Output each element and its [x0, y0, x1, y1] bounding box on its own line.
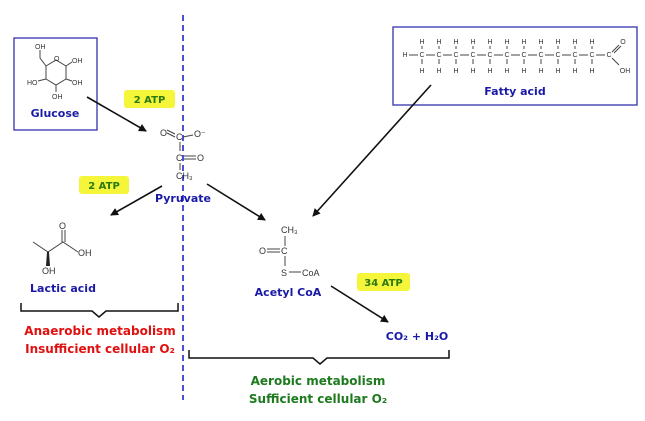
- atom-label: C: [538, 52, 543, 59]
- arrow-glucose-to-pyruvate: [86, 96, 147, 132]
- anaerobic-subtitle: Insufficient cellular O₂: [25, 342, 175, 356]
- svg-text:O: O: [54, 56, 60, 63]
- atom-label: H: [555, 68, 560, 75]
- svg-text:2 ATP: 2 ATP: [88, 181, 120, 192]
- atom-label: H: [453, 68, 458, 75]
- atom-label: H: [436, 68, 441, 75]
- svg-text:O⁻: O⁻: [194, 129, 206, 139]
- atom-label: H: [419, 68, 424, 75]
- svg-text:O: O: [160, 128, 167, 138]
- atom-label: C: [572, 52, 577, 59]
- svg-text:OH: OH: [42, 266, 56, 276]
- atom-label: H: [572, 39, 577, 46]
- svg-text:C: C: [281, 246, 288, 256]
- atom-label: H: [538, 39, 543, 46]
- atom-label: C: [555, 52, 560, 59]
- lactic-acid-label: Lactic acid: [30, 282, 96, 295]
- acetyl-coa-label: Acetyl CoA: [255, 286, 322, 299]
- atom-label: H: [504, 68, 509, 75]
- lactic-acid-structure: O OH OH: [32, 221, 92, 276]
- svg-text:OH: OH: [35, 44, 46, 51]
- aerobic-subtitle: Sufficient cellular O₂: [249, 392, 387, 406]
- atom-label: H: [504, 39, 509, 46]
- atp-badge-fermentation: 2 ATP: [79, 176, 129, 194]
- atom-label: C: [470, 52, 475, 59]
- bond: [611, 57, 620, 66]
- atom-label: H: [470, 39, 475, 46]
- bond: [613, 45, 622, 54]
- svg-text:HO: HO: [27, 80, 38, 87]
- fatty-acid-label: Fatty acid: [484, 85, 545, 98]
- atom-label: H: [402, 52, 407, 59]
- atom-label: H: [572, 68, 577, 75]
- atom-label: H: [436, 39, 441, 46]
- atp-badge-glycolysis: 2 ATP: [124, 90, 175, 108]
- atom-label: C: [521, 52, 526, 59]
- atom-label: H: [555, 39, 560, 46]
- svg-text:O: O: [197, 153, 204, 163]
- glucose-label: Glucose: [31, 107, 80, 120]
- svg-text:CH₃: CH₃: [176, 171, 193, 181]
- arrow-acetyl-to-co2: [330, 285, 389, 323]
- pyruvate-structure: O C O⁻ C O CH₃: [160, 128, 206, 181]
- glucose-structure: OH O OH HO OH OH: [27, 44, 83, 101]
- svg-text:C: C: [176, 132, 183, 142]
- svg-text:34 ATP: 34 ATP: [364, 278, 403, 289]
- svg-text:S: S: [281, 268, 287, 278]
- svg-text:CoA: CoA: [302, 268, 320, 278]
- svg-text:O: O: [59, 221, 66, 231]
- atom-label: C: [436, 52, 441, 59]
- svg-text:2 ATP: 2 ATP: [134, 95, 166, 106]
- atom-label: C: [453, 52, 458, 59]
- atom-label: H: [419, 39, 424, 46]
- bond: [611, 44, 620, 53]
- aerobic-bracket: [188, 350, 450, 365]
- atom-label: C: [589, 52, 594, 59]
- svg-text:O: O: [259, 246, 266, 256]
- atom-label: H: [521, 68, 526, 75]
- atom-label: C: [504, 52, 509, 59]
- atom-label: H: [538, 68, 543, 75]
- arrow-pyruvate-to-lactic: [110, 185, 163, 216]
- svg-text:C: C: [176, 153, 183, 163]
- svg-text:OH: OH: [72, 80, 83, 87]
- atom-label: C: [419, 52, 424, 59]
- svg-text:OH: OH: [78, 248, 92, 258]
- atom-label: H: [470, 68, 475, 75]
- atom-label: H: [453, 39, 458, 46]
- atom-label: C: [487, 52, 492, 59]
- atom-label: H: [487, 39, 492, 46]
- atom-label: H: [521, 39, 526, 46]
- atom-label: H: [589, 39, 594, 46]
- aerobic-title: Aerobic metabolism: [251, 374, 386, 388]
- atom-label: O: [620, 39, 626, 46]
- atom-label: C: [606, 52, 611, 59]
- svg-text:OH: OH: [72, 58, 83, 65]
- svg-text:CH₃: CH₃: [281, 225, 298, 235]
- glucose-box: OH O OH HO OH OH Glucose: [13, 37, 98, 131]
- atp-badge-aerobic: 34 ATP: [357, 273, 410, 291]
- arrow-pyruvate-to-acetyl: [206, 183, 266, 221]
- svg-text:OH: OH: [52, 94, 63, 101]
- atom-label: H: [589, 68, 594, 75]
- pyruvate-label: Pyruvate: [155, 192, 211, 205]
- anaerobic-bracket: [20, 303, 179, 318]
- atom-label: H: [487, 68, 492, 75]
- atom-label: OH: [620, 68, 631, 75]
- acetyl-coa-structure: CH₃ O C S CoA: [259, 225, 320, 278]
- co2-h2o-label: CO₂ + H₂O: [386, 330, 449, 343]
- arrow-fatty-acid-to-acetyl: [312, 84, 432, 217]
- anaerobic-title: Anaerobic metabolism: [24, 324, 175, 338]
